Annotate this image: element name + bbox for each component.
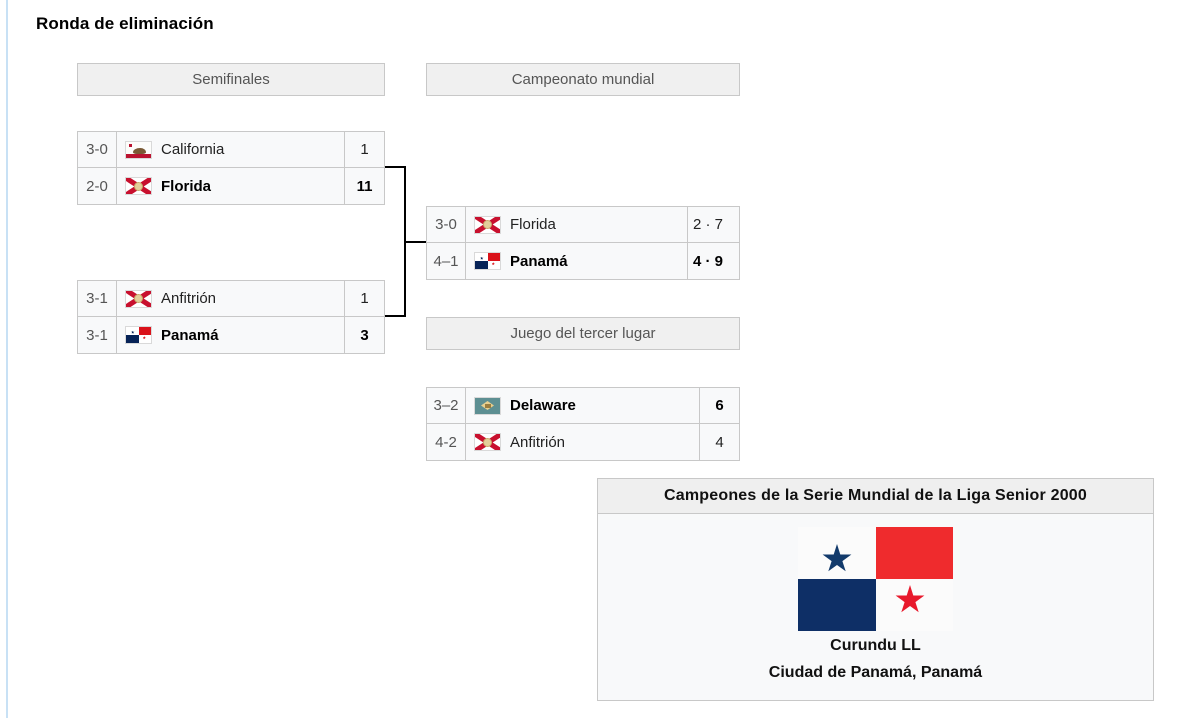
record-cell: 3-0 [426, 206, 466, 243]
bracket-connector-final-stub [404, 241, 427, 243]
match-third-place: 3–2 Delaware 6 4-2 Anfitrión 4 [426, 387, 740, 461]
champion-box: Campeones de la Serie Mundial de la Liga… [597, 478, 1154, 701]
panama-flag-large-icon [798, 527, 953, 631]
team-cell: Delaware [466, 387, 700, 424]
score-cell: 6 [700, 387, 740, 424]
team-cell: Anfitrión [466, 424, 700, 461]
round-header-semifinals-label: Semifinales [192, 71, 270, 88]
record-cell: 4-2 [426, 424, 466, 461]
match-championship: 3-0 Florida 2 · 7 4–1 Panamá 4 · 9 [426, 206, 740, 280]
bracket-connector-top-stub [385, 166, 406, 168]
page-left-rule [6, 0, 8, 718]
record-cell: 3–2 [426, 387, 466, 424]
match-semifinal-2: 3-1 Anfitrión 1 3-1 Panamá 3 [77, 280, 385, 354]
team-cell: Panamá [117, 317, 345, 354]
round-header-third-place: Juego del tercer lugar [426, 317, 740, 350]
delaware-flag-icon [474, 396, 501, 415]
team-name: Delaware [510, 397, 576, 414]
record-cell: 3-1 [77, 317, 117, 354]
round-header-semifinals: Semifinales [77, 63, 385, 96]
team-name: Anfitrión [510, 433, 566, 451]
bracket-connector-bottom-stub [385, 315, 406, 317]
table-row[interactable]: 4–1 Panamá 4 · 9 [426, 243, 740, 280]
record-cell: 2-0 [77, 168, 117, 205]
table-row[interactable]: 3-0 California 1 [77, 131, 385, 168]
table-row[interactable]: 2-0 Florida 11 [77, 168, 385, 205]
florida-flag-icon [125, 289, 152, 308]
table-row[interactable]: 3-1 Anfitrión 1 [77, 280, 385, 317]
score-cell: 2 · 7 [688, 206, 740, 243]
california-flag-icon [125, 140, 152, 159]
team-name: Panamá [510, 252, 568, 270]
champion-team-name: Curundu LL [830, 637, 921, 654]
panama-flag-icon [474, 252, 501, 270]
team-name: Anfitrión [161, 290, 217, 307]
score-cell: 1 [345, 280, 385, 317]
table-row[interactable]: 3-0 Florida 2 · 7 [426, 206, 740, 243]
record-cell: 3-1 [77, 280, 117, 317]
team-name: California [161, 141, 225, 158]
table-row[interactable]: 4-2 Anfitrión 4 [426, 424, 740, 461]
champion-body: Curundu LL Ciudad de Panamá, Panamá [598, 514, 1153, 700]
team-cell: Florida [117, 168, 345, 205]
champion-header: Campeones de la Serie Mundial de la Liga… [598, 479, 1153, 514]
team-name: Panamá [161, 326, 219, 344]
panama-flag-icon [125, 326, 152, 344]
round-header-third-place-label: Juego del tercer lugar [510, 325, 656, 342]
champion-location: Ciudad de Panamá, Panamá [768, 664, 983, 681]
score-cell: 4 [700, 424, 740, 461]
florida-flag-icon [474, 215, 501, 234]
score-cell: 4 · 9 [688, 243, 740, 280]
round-header-championship-label: Campeonato mundial [511, 71, 655, 88]
score-cell: 11 [345, 168, 385, 205]
page-title: Ronda de eliminación [36, 14, 214, 33]
team-name: Florida [161, 177, 212, 195]
team-cell: Panamá [466, 243, 688, 280]
match-semifinal-1: 3-0 California 1 2-0 Florida 11 [77, 131, 385, 205]
round-header-championship: Campeonato mundial [426, 63, 740, 96]
score-cell: 1 [345, 131, 385, 168]
table-row[interactable]: 3–2 Delaware 6 [426, 387, 740, 424]
record-cell: 4–1 [426, 243, 466, 280]
score-cell: 3 [345, 317, 385, 354]
team-cell: California [117, 131, 345, 168]
florida-flag-icon [474, 433, 501, 451]
team-name: Florida [510, 216, 556, 233]
florida-flag-icon [125, 177, 152, 195]
team-cell: Anfitrión [117, 280, 345, 317]
team-cell: Florida [466, 206, 688, 243]
record-cell: 3-0 [77, 131, 117, 168]
table-row[interactable]: 3-1 Panamá 3 [77, 317, 385, 354]
